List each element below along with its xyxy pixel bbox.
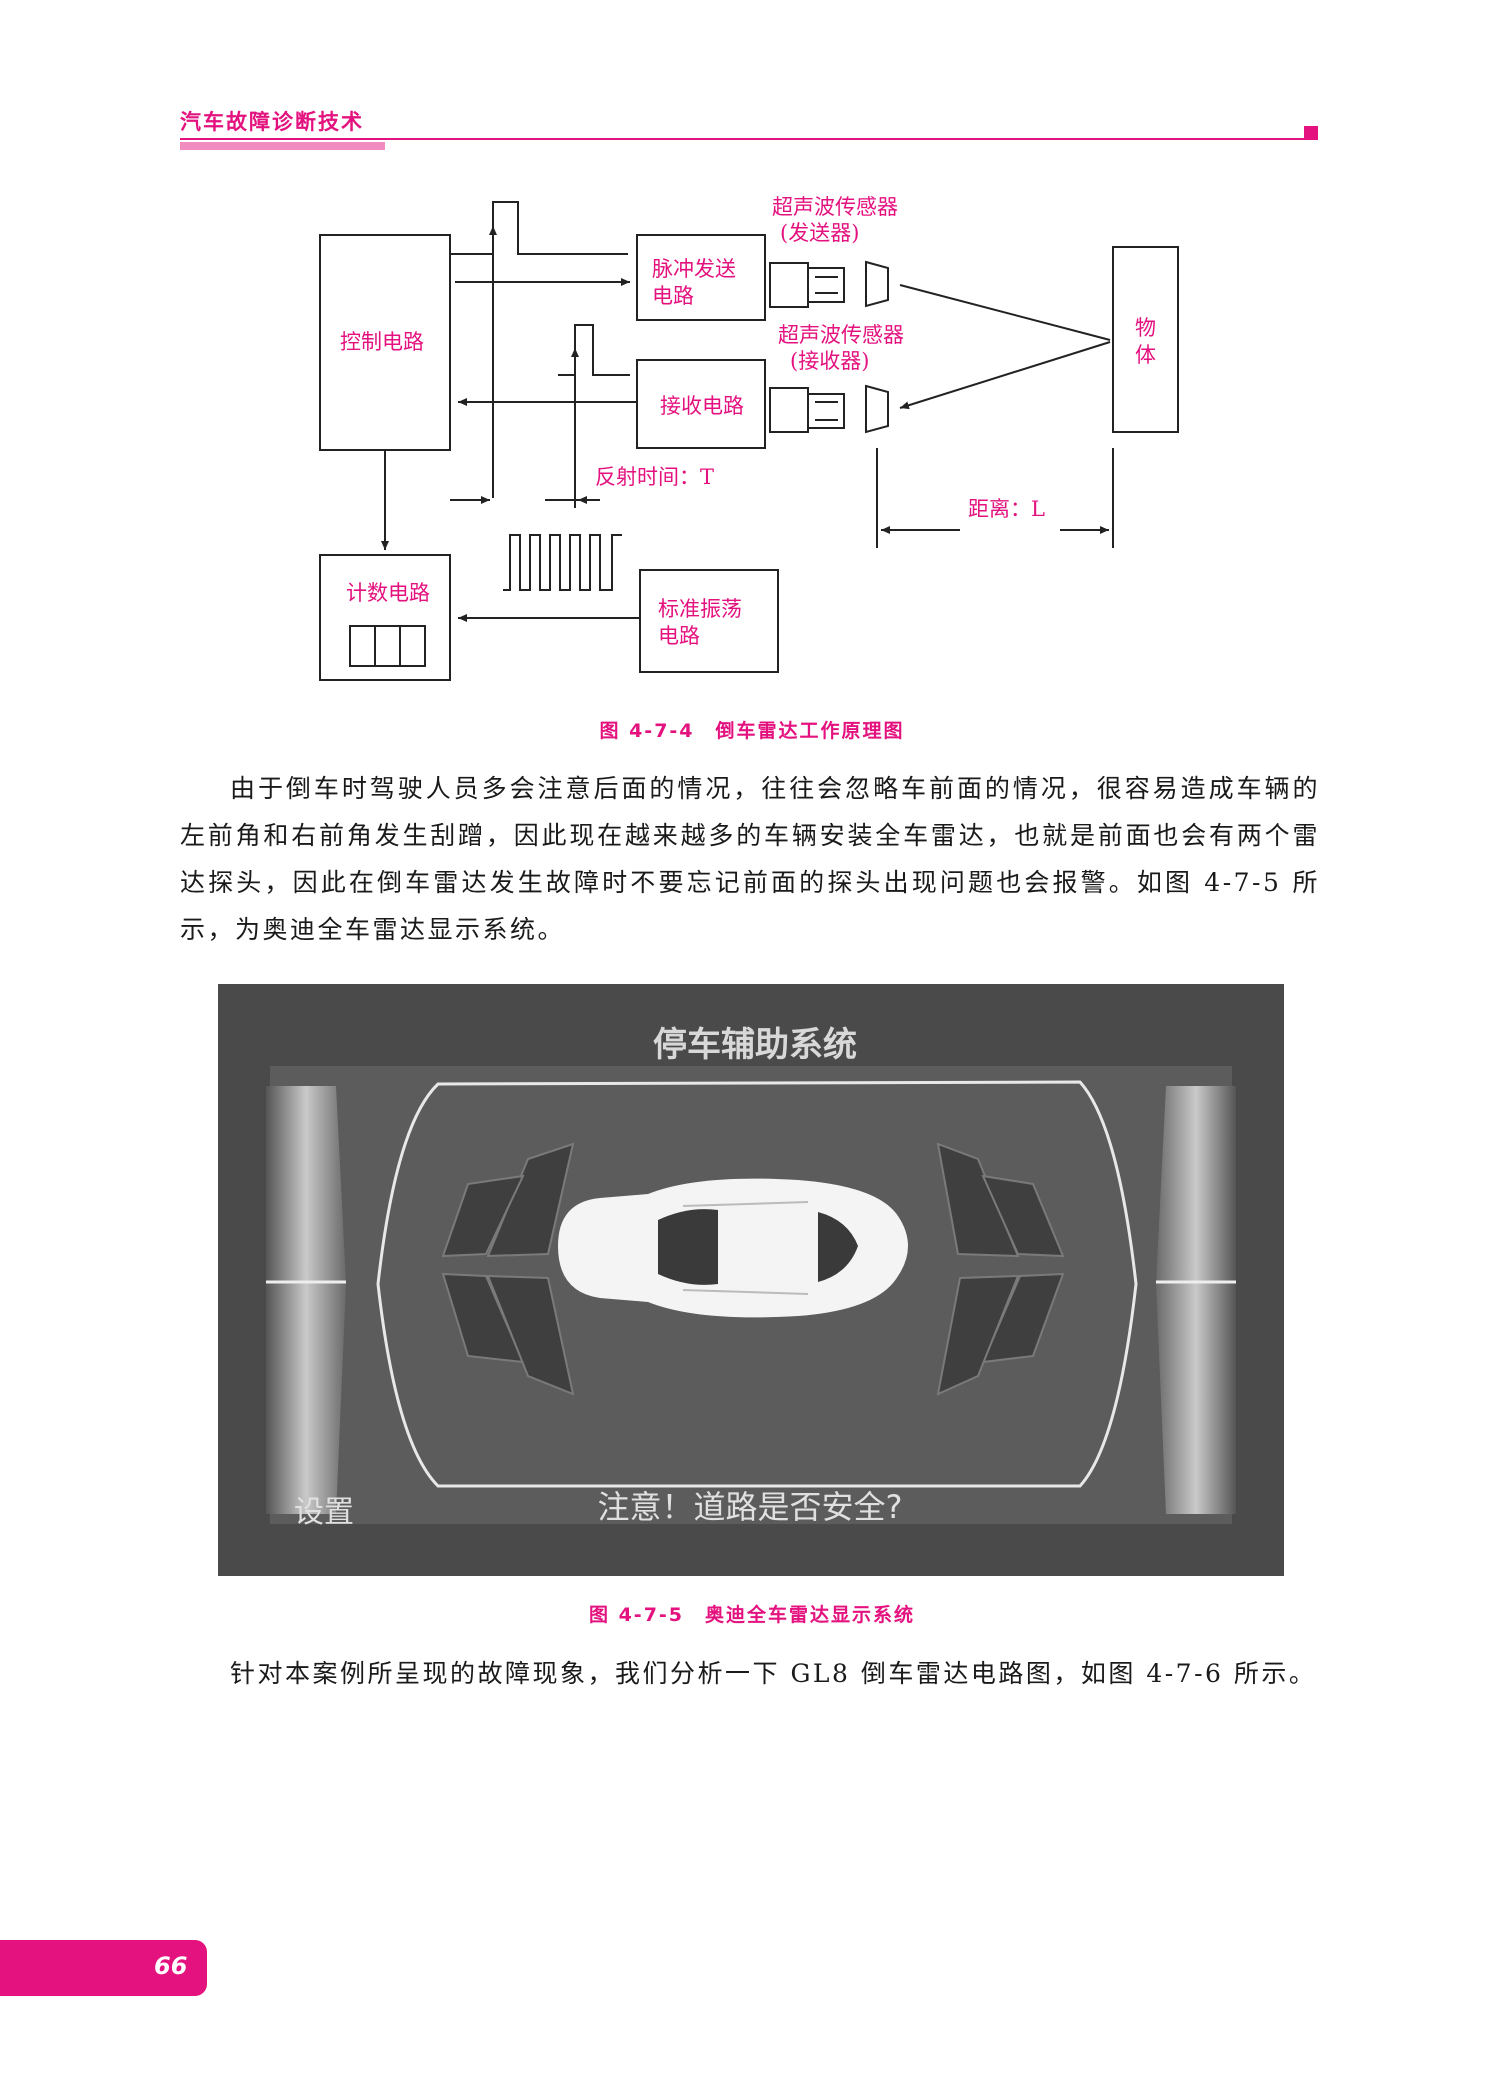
figure-caption-4-7-5: 图 4-7-5 奥迪全车雷达显示系统 — [588, 1604, 916, 1626]
label-pulse-2: 电路 — [652, 284, 694, 308]
label-distance: 距离：L — [968, 497, 1045, 521]
radar-principle-diagram: 控制电路 脉冲发送 电路 接收电路 超声波传感器 (发送器) 超声波传感器 (接… — [319, 195, 1179, 681]
paragraph-1-text: 由于倒车时驾驶人员多会注意后面的情况，往往会忽略车前面的情况，很容易造成车辆的左… — [180, 774, 1320, 944]
header-accent-bar — [180, 142, 385, 150]
body-paragraph-2: 针对本案例所呈现的故障现象，我们分析一下 GL8 倒车雷达电路图，如图 4-7-… — [180, 1650, 1320, 1697]
page-number-tab — [0, 1940, 207, 1996]
paragraph-2-text: 针对本案例所呈现的故障现象，我们分析一下 GL8 倒车雷达电路图，如图 4-7-… — [230, 1659, 1317, 1688]
counter-box — [319, 554, 451, 681]
label-osc-1: 标准振荡 — [658, 597, 742, 621]
object-box — [1112, 246, 1179, 433]
label-control: 控制电路 — [340, 330, 424, 354]
label-receive: 接收电路 — [660, 394, 744, 418]
label-object-2: 体 — [1135, 343, 1156, 367]
label-sensor-rx-2: (接收器) — [790, 349, 869, 373]
running-header-title: 汽车故障诊断技术 — [180, 110, 364, 134]
settings-label: 设置 — [294, 1495, 354, 1530]
car-top-view — [558, 1178, 908, 1318]
label-osc-2: 电路 — [658, 624, 700, 648]
warning-message: 注意！道路是否安全? — [598, 1488, 903, 1526]
label-reflect-time: 反射时间：T — [595, 465, 714, 489]
screen-title: 停车辅助系统 — [653, 1025, 857, 1065]
body-paragraph-1: 由于倒车时驾驶人员多会注意后面的情况，往往会忽略车前面的情况，很容易造成车辆的左… — [180, 765, 1320, 953]
label-counter: 计数电路 — [346, 581, 430, 605]
label-sensor-tx-2: (发送器) — [780, 221, 859, 245]
receive-box — [636, 359, 766, 449]
label-pulse-1: 脉冲发送 — [652, 257, 736, 281]
header-square-marker — [1304, 126, 1318, 140]
label-object-1: 物 — [1135, 316, 1156, 340]
counter-display — [349, 625, 426, 667]
oscillator-box — [639, 569, 779, 673]
audi-radar-display-photo: 停车辅助系统 设置 注意！道路是否安全? — [218, 984, 1284, 1576]
label-sensor-rx-1: 超声波传感器 — [778, 323, 904, 347]
page-number: 66 — [154, 1952, 188, 1980]
figure-caption-4-7-4: 图 4-7-4 倒车雷达工作原理图 — [599, 720, 905, 742]
label-sensor-tx-1: 超声波传感器 — [772, 195, 898, 219]
header-rule — [180, 138, 1318, 140]
pulse-send-box — [636, 234, 766, 321]
